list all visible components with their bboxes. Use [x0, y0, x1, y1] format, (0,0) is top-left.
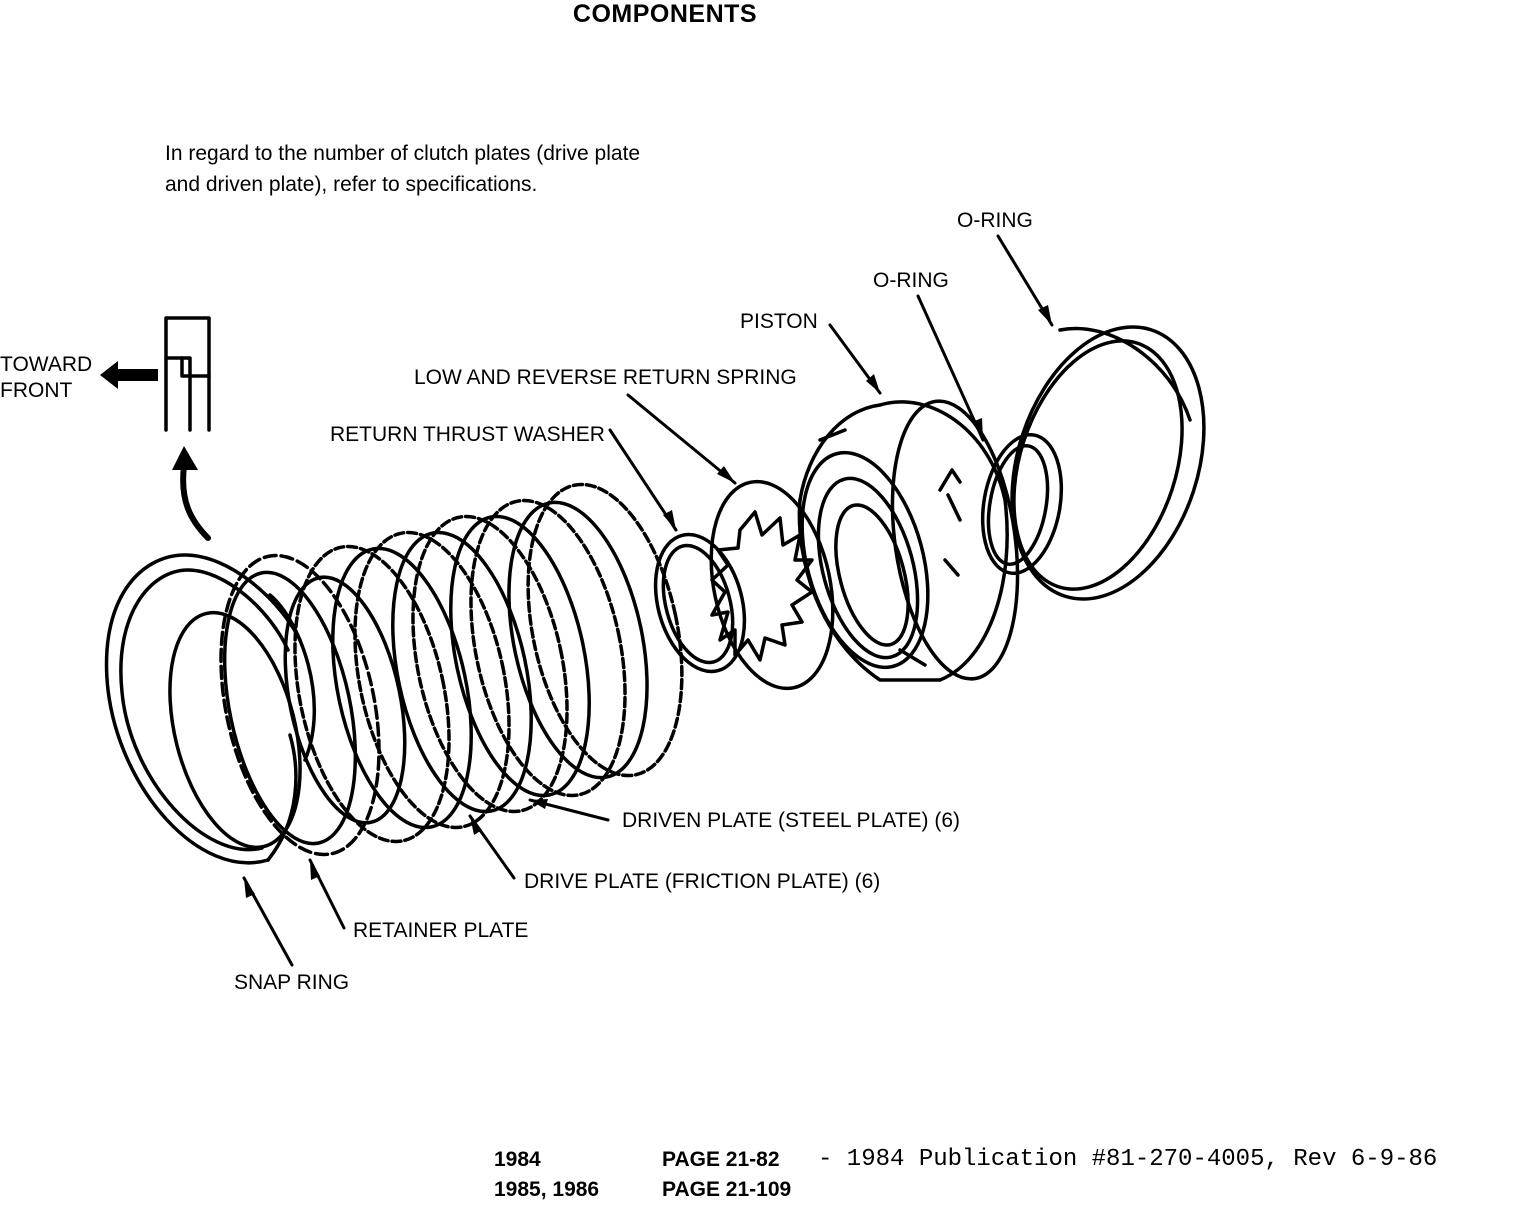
footer-publication: - 1984 Publication #81-270-4005, Rev 6-9…: [818, 1146, 1438, 1173]
rotate-arrowhead-icon: [172, 446, 198, 470]
drive-plate-label: DRIVE PLATE (FRICTION PLATE) (6): [524, 870, 881, 893]
return-spring-label: LOW AND REVERSE RETURN SPRING: [414, 366, 797, 389]
footer-year-1985-1986: 1985, 1986: [494, 1178, 600, 1201]
rotate-up-arrow-icon: [180, 463, 211, 541]
piston-part: [797, 399, 1020, 682]
thrust-washer-label: RETURN THRUST WASHER: [330, 423, 605, 446]
retainer-plate-label: RETAINER PLATE: [353, 919, 529, 942]
toward-label: TOWARD: [0, 353, 93, 376]
o-ring-inner-part: [980, 432, 1064, 576]
o-ring-inner-label: O-RING: [873, 269, 949, 292]
thrust-washer-part: [653, 532, 747, 674]
toward-front-arrow-icon: [100, 361, 158, 389]
snap-ring-label: SNAP RING: [234, 971, 350, 994]
page-title: COMPONENTS: [572, 0, 758, 28]
retainer-plate-part: [219, 553, 381, 857]
footer-year-1984: 1984: [494, 1148, 541, 1171]
leader-lines: [242, 234, 1054, 967]
piston-label: PISTON: [740, 310, 818, 333]
clutch-plate-stack: [283, 482, 684, 844]
leader-arrowheads: [244, 305, 1052, 898]
specification-note: In regard to the number of clutch plates…: [165, 138, 785, 200]
note-line-1: In regard to the number of clutch plates…: [165, 142, 641, 165]
front-label: FRONT: [0, 379, 73, 402]
footer-page-1984: PAGE 21-82: [662, 1148, 780, 1171]
snap-ring-part: [104, 553, 316, 865]
return-spring-part: [709, 479, 835, 691]
note-line-2: and driven plate), refer to specificatio…: [165, 173, 538, 196]
driven-plate-label: DRIVEN PLATE (STEEL PLATE) (6): [622, 809, 961, 832]
o-ring-outer-label: O-RING: [957, 209, 1033, 232]
orientation-symbol: [164, 316, 211, 432]
footer-page-1985-1986: PAGE 21-109: [662, 1178, 792, 1201]
